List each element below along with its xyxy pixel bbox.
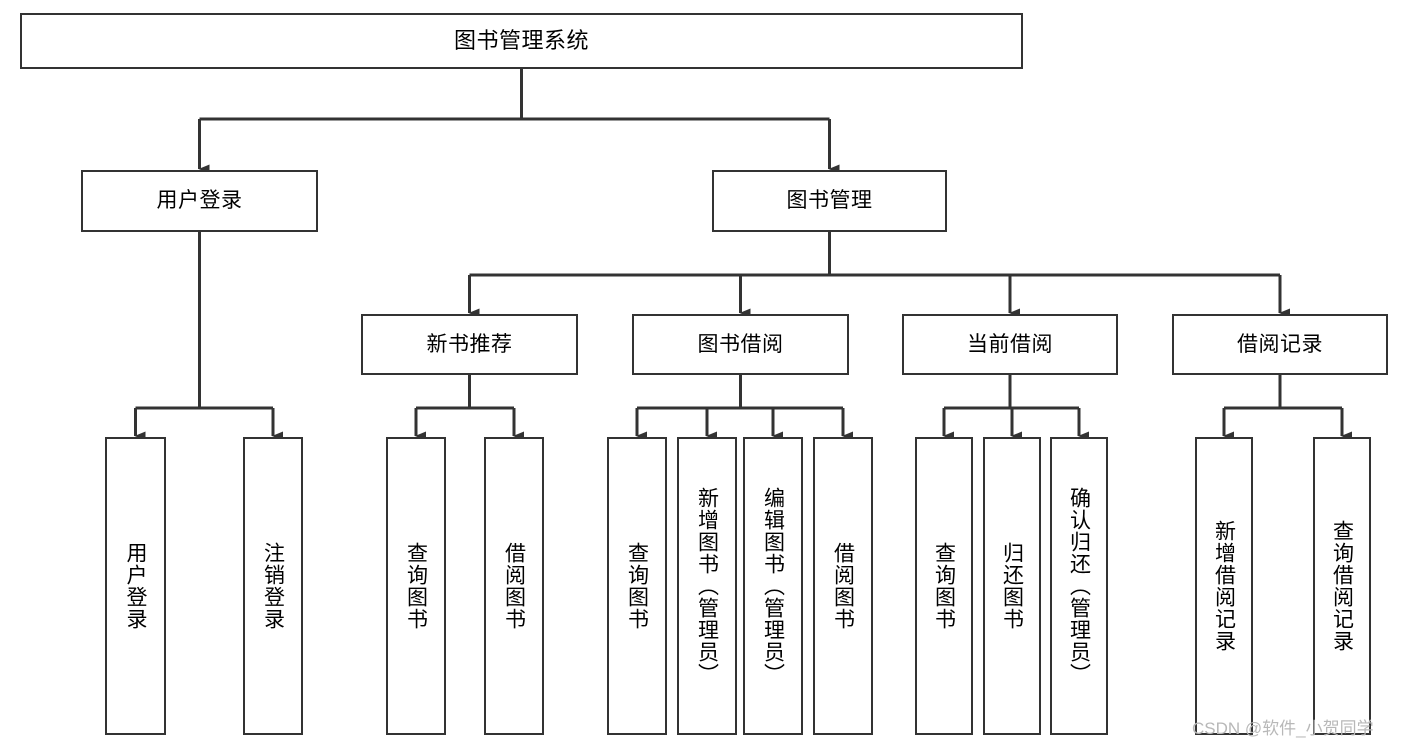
node-leaf-query-record-label: 查询借阅记录 (1330, 520, 1354, 652)
node-leaf-return-book[interactable]: 归还图书 (983, 437, 1041, 735)
node-leaf-query-book-3-label: 查询图书 (932, 542, 956, 630)
node-leaf-user-login[interactable]: 用户登录 (105, 437, 166, 735)
node-leaf-query-book-1-label: 查询图书 (404, 542, 428, 630)
node-borrow-record[interactable]: 借阅记录 (1172, 314, 1388, 375)
node-leaf-return-book-label: 归还图书 (1000, 542, 1024, 630)
node-leaf-borrow-book-2-label: 借阅图书 (831, 542, 855, 630)
node-leaf-edit-book[interactable]: 编辑图书（管理员） (743, 437, 803, 735)
node-leaf-add-record[interactable]: 新增借阅记录 (1195, 437, 1253, 735)
node-leaf-edit-book-label: 编辑图书（管理员） (761, 487, 785, 685)
node-leaf-add-book[interactable]: 新增图书（管理员） (677, 437, 737, 735)
node-borrow-record-label: 借阅记录 (1237, 332, 1323, 356)
node-leaf-query-book-3[interactable]: 查询图书 (915, 437, 973, 735)
node-leaf-add-record-label: 新增借阅记录 (1212, 520, 1236, 652)
node-root[interactable]: 图书管理系统 (20, 13, 1023, 69)
node-book-manage-label: 图书管理 (786, 189, 873, 213)
node-leaf-borrow-book-2[interactable]: 借阅图书 (813, 437, 873, 735)
node-leaf-logout-label: 注销登录 (261, 542, 285, 630)
node-leaf-query-book-2[interactable]: 查询图书 (607, 437, 667, 735)
node-current-borrow[interactable]: 当前借阅 (902, 314, 1118, 375)
node-user-login-label: 用户登录 (156, 189, 243, 213)
node-book-borrow[interactable]: 图书借阅 (632, 314, 849, 375)
node-leaf-query-book-1[interactable]: 查询图书 (386, 437, 446, 735)
node-book-manage[interactable]: 图书管理 (712, 170, 947, 232)
node-leaf-borrow-book-1[interactable]: 借阅图书 (484, 437, 544, 735)
node-book-borrow-label: 图书借阅 (697, 332, 784, 356)
node-current-borrow-label: 当前借阅 (967, 332, 1053, 356)
node-leaf-add-book-label: 新增图书（管理员） (695, 487, 719, 685)
node-new-book-recommend[interactable]: 新书推荐 (361, 314, 578, 375)
node-leaf-user-login-label: 用户登录 (124, 542, 147, 630)
node-root-label: 图书管理系统 (453, 28, 589, 54)
node-leaf-confirm-return[interactable]: 确认归还（管理员） (1050, 437, 1108, 735)
node-user-login[interactable]: 用户登录 (81, 170, 318, 232)
node-leaf-logout[interactable]: 注销登录 (243, 437, 303, 735)
node-leaf-query-record[interactable]: 查询借阅记录 (1313, 437, 1371, 735)
node-leaf-borrow-book-1-label: 借阅图书 (502, 542, 526, 630)
node-leaf-query-book-2-label: 查询图书 (625, 542, 649, 630)
node-new-book-recommend-label: 新书推荐 (426, 332, 513, 356)
node-leaf-confirm-return-label: 确认归还（管理员） (1067, 487, 1091, 685)
